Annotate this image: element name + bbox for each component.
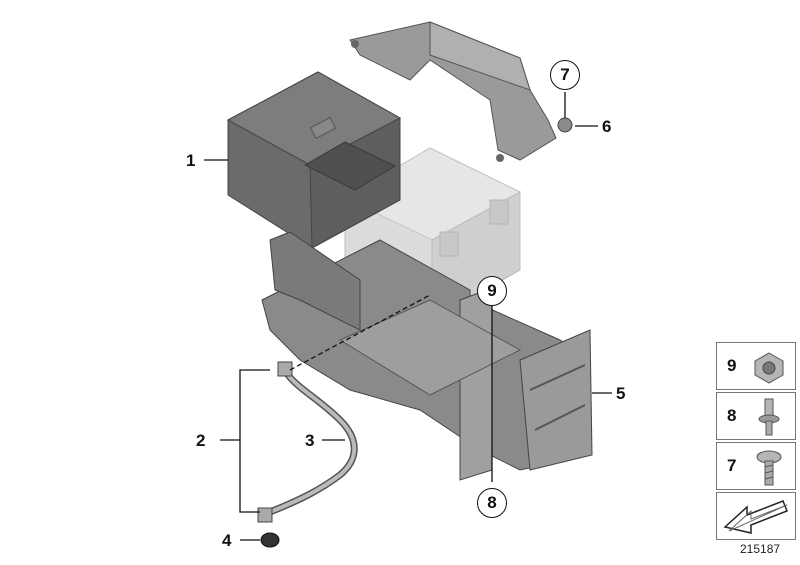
stud-bolt-icon bbox=[758, 398, 780, 436]
legend-cell-arrow bbox=[716, 492, 796, 540]
upper-bracket-part bbox=[349, 21, 573, 162]
round-head-screw-icon bbox=[756, 450, 782, 486]
leader-lines bbox=[204, 92, 612, 541]
legend-number: 7 bbox=[727, 456, 737, 475]
callout-5: 5 bbox=[616, 384, 626, 403]
callout-1: 1 bbox=[186, 151, 196, 170]
callout-4: 4 bbox=[222, 531, 232, 550]
fastener-legend: 9 8 7 bbox=[716, 342, 796, 542]
legend-cell-7: 7 bbox=[716, 442, 796, 490]
battery-cover-part bbox=[226, 71, 402, 249]
direction-arrow-icon bbox=[723, 500, 788, 534]
legend-cell-8: 8 bbox=[716, 392, 796, 440]
callout-8-ring: 8 bbox=[477, 488, 507, 518]
legend-cell-9: 9 bbox=[716, 342, 796, 390]
callout-2: 2 bbox=[196, 431, 206, 450]
grommet-part bbox=[260, 532, 280, 548]
battery-tray-part bbox=[261, 231, 593, 481]
callout-9-ring: 9 bbox=[477, 276, 507, 306]
legend-number: 9 bbox=[727, 356, 737, 375]
callout-3: 3 bbox=[305, 431, 315, 450]
reference-number: 215187 bbox=[740, 542, 781, 556]
callout-6: 6 bbox=[602, 117, 612, 136]
legend-number: 8 bbox=[727, 406, 737, 425]
callout-7-ring: 7 bbox=[550, 60, 580, 90]
vent-hose-part bbox=[257, 361, 358, 523]
hex-nut-icon bbox=[754, 352, 784, 384]
